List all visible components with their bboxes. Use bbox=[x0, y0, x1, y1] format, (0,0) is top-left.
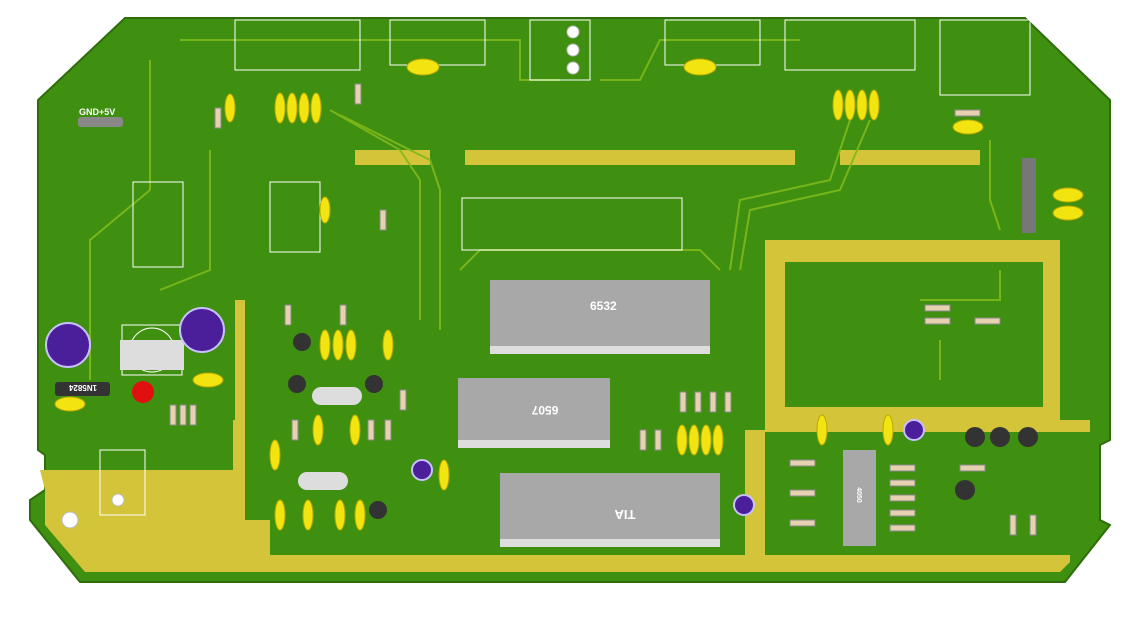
diode-1n5824: 1N5824 bbox=[55, 382, 110, 396]
crystal-2 bbox=[298, 472, 348, 490]
ic-6532: 6532 bbox=[490, 280, 710, 354]
led bbox=[132, 381, 154, 403]
crystal-1 bbox=[312, 387, 362, 405]
voltage-regulator bbox=[120, 340, 184, 370]
diode-label: 1N5824 bbox=[68, 383, 97, 392]
ic-6507: 6507 bbox=[458, 378, 610, 448]
ic-tia: TIA bbox=[500, 473, 720, 547]
pin-header-right bbox=[1022, 158, 1036, 233]
connector-label: GND+5V bbox=[79, 107, 115, 117]
ic-6532-label: 6532 bbox=[590, 299, 617, 313]
ic-tia-label: TIA bbox=[614, 507, 636, 522]
pin-header-power: GND+5V bbox=[78, 107, 123, 127]
ceramic-capacitors bbox=[54, 58, 1084, 531]
ic-6507-label: 6507 bbox=[531, 403, 558, 417]
mounting-holes bbox=[61, 25, 580, 529]
transistors bbox=[288, 333, 1038, 519]
electrolytic-capacitors bbox=[45, 307, 925, 516]
resistors bbox=[169, 83, 1037, 536]
ic-4050-label: 4050 bbox=[855, 487, 862, 503]
ic-4050: 4050 bbox=[843, 450, 876, 546]
